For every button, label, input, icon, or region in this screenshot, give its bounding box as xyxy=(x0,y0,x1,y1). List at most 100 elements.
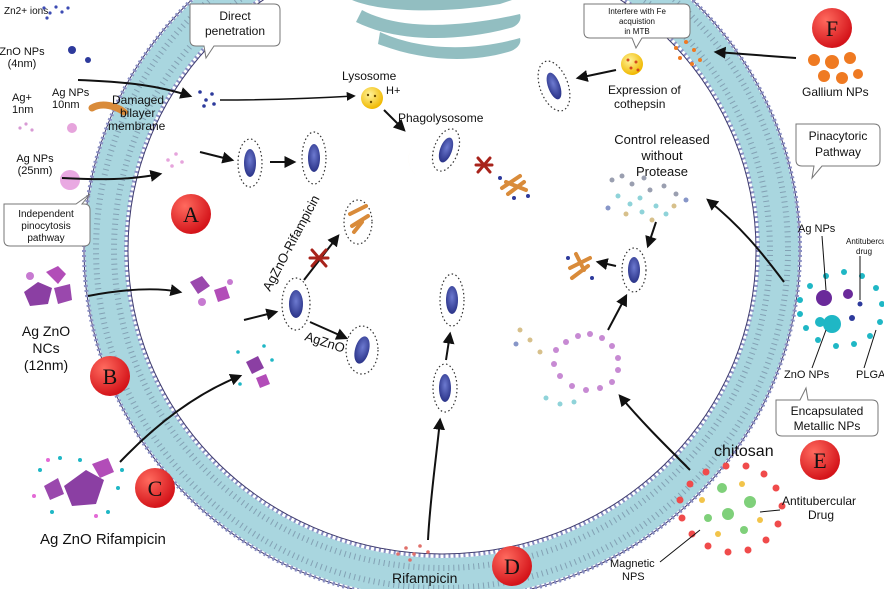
bacterium-b-top xyxy=(343,199,373,245)
vesicle-released xyxy=(513,327,621,407)
svg-text:NPS: NPS xyxy=(622,571,645,583)
badge-c: C xyxy=(135,468,175,508)
plga-label: PLGA xyxy=(856,369,884,381)
bacterium-d1 xyxy=(432,363,458,413)
svg-text:pinocytosis: pinocytosis xyxy=(21,221,70,232)
zno-nps-right-label: ZnO NPs xyxy=(784,369,830,381)
callout-pinacytoric: Pinacytoric Pathway xyxy=(795,123,881,180)
svg-text:F: F xyxy=(826,16,838,41)
zn-ion-dots xyxy=(42,5,70,20)
gallium-nps xyxy=(808,52,863,84)
ag-nps-10-label: Ag NPs xyxy=(52,87,90,99)
ag-ion-label: Ag+ xyxy=(12,92,32,104)
lysed-bacterium-e xyxy=(566,252,594,280)
ag-np-particle xyxy=(60,170,80,190)
cell-membrane xyxy=(82,0,802,589)
phagolysosome-label: Phagolysosome xyxy=(398,111,484,125)
svg-text:E: E xyxy=(813,448,826,473)
svg-text:Drug: Drug xyxy=(808,508,834,522)
agzno-ncs-label: Ag ZnO xyxy=(22,323,70,339)
svg-text:acquistion: acquistion xyxy=(619,17,655,26)
bacterium-b-center xyxy=(281,277,311,331)
agzno-rif-inside xyxy=(236,344,274,388)
svg-text:membrane: membrane xyxy=(108,119,166,133)
svg-text:(25nm): (25nm) xyxy=(18,165,53,177)
agzno-rifampicin-complex xyxy=(32,456,124,518)
rifampicin-dots xyxy=(396,544,430,562)
released-particles xyxy=(605,173,689,223)
zno-nps-label: ZnO NPs xyxy=(0,46,45,58)
svg-text:drug: drug xyxy=(856,247,872,256)
antitubercular-small-label: Antitubercular xyxy=(846,237,884,246)
bacterium-a2 xyxy=(301,131,327,185)
svg-text:(4nm): (4nm) xyxy=(8,58,37,70)
bacterium-b-bottom xyxy=(345,325,379,375)
bacterium-a1 xyxy=(237,138,263,188)
agzno-rif-bottom-label: Ag ZnO Rifampicin xyxy=(40,531,166,548)
svg-text:Interfere with Fe: Interfere with Fe xyxy=(608,7,666,16)
bacterium-e1 xyxy=(621,247,647,293)
svg-text:in MTB: in MTB xyxy=(624,27,649,36)
lysosome-label: Lysosome xyxy=(342,69,397,83)
svg-text:Independent: Independent xyxy=(18,209,74,220)
control-released-label: Control released xyxy=(614,132,709,147)
badge-a: A xyxy=(171,194,211,234)
golgi-organelle xyxy=(352,0,521,59)
zno-np-particle xyxy=(68,46,76,54)
agzno-ncs-inside xyxy=(190,276,233,306)
svg-text:without: without xyxy=(640,148,683,163)
h-plus-label: H+ xyxy=(386,85,400,97)
ag-nps-25-label: Ag NPs xyxy=(16,153,54,165)
lysosome xyxy=(361,87,383,109)
lysed-bacterium xyxy=(498,174,530,200)
svg-text:pathway: pathway xyxy=(27,233,64,244)
cothepsin-label: Expression of xyxy=(608,83,681,97)
svg-text:penetration: penetration xyxy=(205,24,265,38)
svg-text:cothepsin: cothepsin xyxy=(614,97,665,111)
inhibit-star-2 xyxy=(308,248,330,268)
callout-fe-interfere: Interfere with Fe acquistion in MTB xyxy=(583,3,691,50)
bacterium-d2 xyxy=(439,273,465,327)
bacterium-f xyxy=(521,60,571,112)
phagolysosome xyxy=(408,128,461,181)
svg-text:D: D xyxy=(504,554,520,579)
membrane-band xyxy=(85,0,799,589)
cothepsin-yellow xyxy=(621,53,643,75)
svg-text:(12nm): (12nm) xyxy=(24,357,68,373)
badge-b: B xyxy=(90,356,130,396)
damaged-membrane: Damaged bilayer membrane xyxy=(88,93,166,133)
zn-ions-label: Zn2+ ions xyxy=(4,6,48,17)
badge-f: F xyxy=(812,8,852,48)
svg-text:Direct: Direct xyxy=(219,9,251,23)
svg-text:Pinacytoric: Pinacytoric xyxy=(809,129,868,143)
gallium-released xyxy=(674,40,702,66)
chitosan-nanoparticle xyxy=(676,462,786,556)
gallium-label: Gallium NPs xyxy=(802,85,869,99)
svg-text:A: A xyxy=(183,202,199,227)
svg-text:Encapsulated: Encapsulated xyxy=(791,404,864,418)
svg-text:Protease: Protease xyxy=(636,164,688,179)
magnetic-nps-label: Magnetic xyxy=(610,558,655,570)
badge-d: D xyxy=(492,546,532,586)
chitosan-label: chitosan xyxy=(714,443,774,460)
badge-e: E xyxy=(800,440,840,480)
arrow-direct xyxy=(77,79,193,99)
svg-text:Damaged: Damaged xyxy=(112,93,164,107)
agzno-rifampicin-label: AgZnO-Rifampicin xyxy=(259,193,322,294)
callout-direct-penetration: Direct penetration xyxy=(189,3,281,60)
encapsulated-nanoparticle xyxy=(797,269,884,349)
svg-text:Metallic NPs: Metallic NPs xyxy=(794,419,861,433)
svg-text:10nm: 10nm xyxy=(52,99,80,111)
svg-text:bilayer: bilayer xyxy=(120,106,155,120)
svg-text:Pathway: Pathway xyxy=(815,145,861,159)
antitubercular-drug-label: Antitubercular xyxy=(782,494,856,508)
svg-text:B: B xyxy=(103,364,118,389)
agzno-ncs-cluster xyxy=(24,266,72,306)
svg-text:1nm: 1nm xyxy=(12,104,33,116)
agzno-label: AgZnO xyxy=(303,329,347,356)
callout-independent-pathway: Independent pinocytosis pathway xyxy=(3,193,91,247)
rifampicin-label: Rifampicin xyxy=(392,570,457,586)
inhibit-star-1 xyxy=(474,156,494,174)
svg-text:C: C xyxy=(148,476,163,501)
ag-nps-right-label: Ag NPs xyxy=(798,223,836,235)
